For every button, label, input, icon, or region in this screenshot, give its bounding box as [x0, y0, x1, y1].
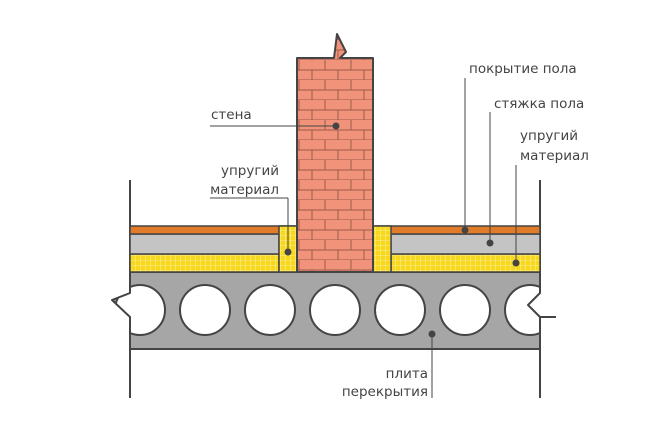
- elastic-layer-left: [129, 253, 280, 273]
- floor-covering-left: [129, 225, 298, 235]
- label-elastic-left-line1: упругий: [221, 163, 279, 179]
- label-floor-covering: покрытие пола: [469, 61, 577, 77]
- leader-lines: [210, 78, 520, 398]
- slab-hollow-core: [439, 284, 491, 336]
- slab-cut-right-edge: [527, 272, 541, 349]
- slab-hollow-core: [244, 284, 296, 336]
- slab-hollow-core: [179, 284, 231, 336]
- screed-right: [390, 233, 541, 255]
- elastic-strip-right: [372, 225, 392, 273]
- slab-hollow-cores: [114, 284, 556, 336]
- slab-hollow-core: [374, 284, 426, 336]
- leader-dot-slab: [428, 330, 436, 338]
- slab-cut-left-edge: [111, 272, 131, 349]
- leader-dot-screed: [486, 239, 494, 247]
- screed-left: [129, 233, 280, 255]
- slab-cut-right: [528, 280, 575, 340]
- label-slab-line2: перекрытия: [342, 384, 428, 400]
- label-elastic-left-line2: материал: [210, 182, 279, 198]
- leader-dot-wall: [332, 122, 340, 130]
- label-wall: стена: [211, 107, 252, 123]
- leader-dot-elastic-right: [512, 259, 520, 267]
- floor-covering-right: [372, 225, 541, 235]
- leader-dot-floor-covering: [461, 226, 469, 234]
- label-slab-line1: плита: [386, 366, 428, 382]
- brick-wall: [296, 33, 374, 273]
- label-elastic-right-line1: упругий: [520, 128, 578, 144]
- slab-hollow-core: [309, 284, 361, 336]
- label-elastic-right-line2: материал: [520, 148, 589, 164]
- leader-dot-elastic-left: [284, 248, 292, 256]
- label-screed: стяжка пола: [494, 96, 584, 112]
